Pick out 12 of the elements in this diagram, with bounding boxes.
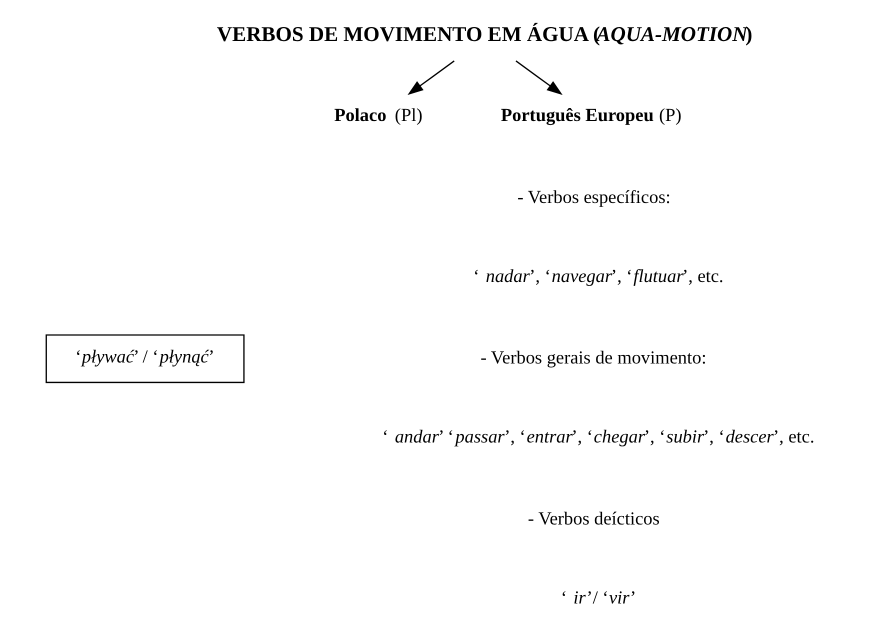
node-box: ‘pływać’ / ‘płynąć’	[46, 334, 245, 384]
label: ‘ir’/ ‘vir’	[560, 587, 636, 608]
arrow	[408, 60, 455, 95]
label: ‘nadar’, ‘navegar’, ‘flutuar’, etc.	[473, 266, 724, 286]
label: - Verbos específicos:	[517, 186, 671, 207]
label: ‘andar’ ‘passar’, ‘entrar’, ‘chegar’, ‘subir’, ‘descer’, etc.	[382, 426, 814, 447]
label: - Verbos deícticos	[528, 508, 660, 528]
arrow	[516, 60, 563, 95]
node-text: Polaco (Pl)	[334, 105, 422, 126]
label: - Verbos gerais de movimento:	[480, 348, 706, 368]
node-text: VERBOS DE MOVIMENTO EM ÁGUA (AQUA-MOTION)	[216, 22, 752, 46]
node-text: Português Europeu (P)	[500, 105, 682, 126]
